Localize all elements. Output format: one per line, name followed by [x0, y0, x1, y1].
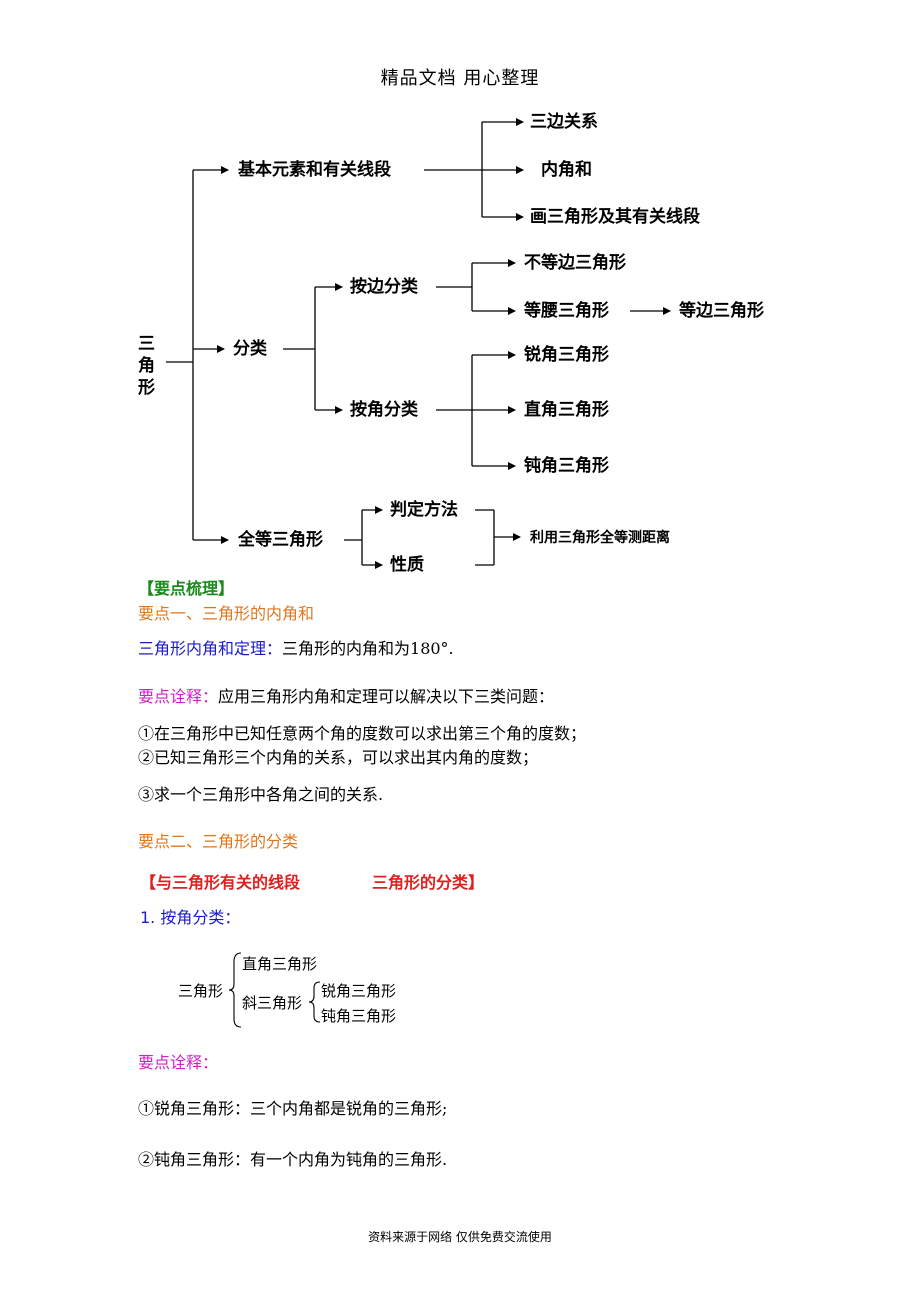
brace-oblique-triangle: 斜三角形 [242, 994, 303, 1012]
node-classification: 分类 [233, 339, 267, 359]
list-item: ②钝角三角形：有一个内角为钝角的三角形. [138, 1150, 448, 1169]
page-footer: 资料来源于网络 仅供免费交流使用 [368, 1230, 552, 1244]
summary-heading: 【要点梳理】 [138, 579, 235, 598]
node-application: 利用三角形全等测距离 [530, 530, 670, 546]
explain-label: 要点诠释： [138, 687, 219, 706]
explain-line: 要点诠释：应用三角形内角和定理可以解决以下三类问题： [138, 686, 554, 708]
node-angle-sum: 内角和 [541, 160, 592, 180]
brace-acute-triangle: 锐角三角形 [321, 982, 397, 1000]
point2-heading: 要点二、三角形的分类 [138, 832, 299, 851]
tree-connectors [166, 118, 671, 569]
node-by-angle: 按角分类 [350, 400, 418, 420]
theorem-text: 三角形的内角和为180°. [282, 639, 454, 658]
theorem-label: 三角形内角和定理： [138, 639, 283, 658]
link-line-left[interactable]: 【与三角形有关的线段 [140, 873, 301, 892]
list-item: ①在三角形中已知任意两个角的度数可以求出第三个角的度数； [138, 724, 587, 743]
list-item: ②已知三角形三个内角的关系，可以求出其内角的度数； [138, 748, 539, 767]
list-item: ③求一个三角形中各角之间的关系. [138, 785, 384, 804]
node-by-side: 按边分类 [350, 277, 418, 297]
node-basic-elements: 基本元素和有关线段 [238, 160, 391, 180]
brace-root: 三角形 [178, 982, 224, 1000]
page-header: 精品文档 用心整理 [380, 68, 540, 89]
explain-text: 应用三角形内角和定理可以解决以下三类问题： [218, 687, 555, 706]
brace-right-triangle: 直角三角形 [242, 955, 318, 973]
point1-heading: 要点一、三角形的内角和 [138, 604, 315, 623]
node-congruent: 全等三角形 [238, 530, 323, 550]
by-angle-heading: 1. 按角分类： [140, 908, 241, 927]
theorem-line: 三角形内角和定理：三角形的内角和为180°. [138, 638, 454, 660]
node-side-relation: 三边关系 [530, 112, 598, 132]
node-right: 直角三角形 [524, 400, 609, 420]
node-acute: 锐角三角形 [524, 345, 609, 365]
tree-root: 三角形 [138, 334, 155, 398]
node-draw-triangle: 画三角形及其有关线段 [530, 207, 700, 227]
node-isosceles: 等腰三角形 [524, 301, 609, 321]
node-obtuse: 钝角三角形 [524, 456, 609, 476]
explain2-label: 要点诠释： [138, 1053, 219, 1072]
node-equilateral: 等边三角形 [679, 301, 764, 321]
brace-obtuse-triangle: 钝角三角形 [321, 1007, 397, 1025]
node-properties: 性质 [390, 555, 424, 575]
node-criteria: 判定方法 [390, 500, 458, 520]
link-line-right[interactable]: 三角形的分类】 [372, 873, 485, 892]
list-item: ①锐角三角形：三个内角都是锐角的三角形; [138, 1099, 448, 1118]
triangle-concept-tree: 三角形 基本元素和有关线段 三边关系 内角和 画三角形及其有关线段 分类 按边分… [0, 0, 920, 600]
node-scalene: 不等边三角形 [524, 253, 626, 273]
